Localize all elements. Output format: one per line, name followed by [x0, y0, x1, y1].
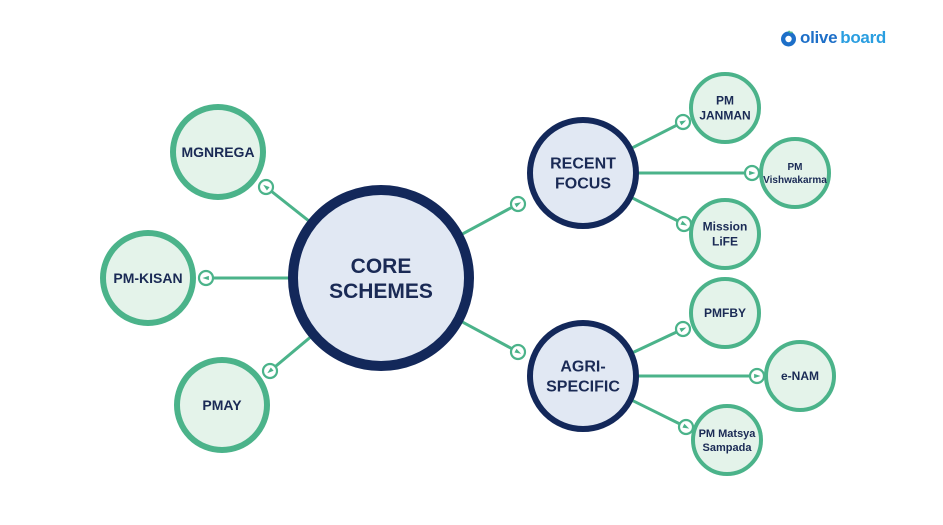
pmay-node-label: PMAY — [202, 397, 242, 413]
e-nam-arrow-icon — [748, 367, 766, 385]
mgnrega-node-circle — [170, 104, 266, 200]
pmfby-node-label: PMFBY — [704, 306, 746, 320]
core-schemes-node-label: SCHEMES — [329, 280, 433, 303]
pm-matsya-sampada-node-label: Sampada — [703, 442, 753, 454]
olive-drop-icon — [781, 29, 796, 46]
agri-specific-connector — [459, 319, 519, 354]
connector-lines — [197, 113, 766, 436]
pm-janman-connector — [630, 120, 684, 150]
agri-specific-node-label: AGRI- — [560, 359, 605, 376]
pm-vishwakarma-node: PM Vishwakarma — [759, 137, 831, 209]
pmfby-arrow-icon — [674, 320, 692, 338]
mgnrega-arrow-icon — [257, 178, 275, 196]
pm-janman-node-circle — [689, 72, 761, 144]
pm-vishwakarma-node-label: Vishwakarma — [763, 175, 827, 186]
pmay-connector — [269, 334, 313, 373]
agri-specific-node-label: SPECIFIC — [546, 379, 620, 396]
mgnrega-node-label: MGNREGA — [181, 144, 254, 160]
pm-matsya-sampada-arrow-icon — [677, 418, 695, 436]
recent-focus-connector — [459, 202, 519, 237]
e-nam-node-circle — [764, 340, 836, 412]
pm-kisan-node-label: PM-KISAN — [113, 270, 182, 286]
logo-text-board: board — [840, 28, 886, 47]
pm-kisan-arrow-icon — [197, 269, 215, 287]
pmay-node: PMAY — [174, 357, 270, 453]
pm-janman-node-label: JANMAN — [699, 109, 750, 123]
recent-focus-node-label: FOCUS — [555, 176, 611, 193]
pm-janman-node-label: PM — [716, 94, 734, 108]
pmfby-node-circle — [689, 277, 761, 349]
mgnrega-connector — [265, 185, 312, 224]
pm-vishwakarma-node-circle — [759, 137, 831, 209]
pm-matsya-sampada-node-label: PM Matsya — [699, 428, 757, 440]
pmay-node-circle — [174, 357, 270, 453]
mission-life-connector — [630, 196, 685, 226]
logo-text-olive: olive — [800, 28, 838, 47]
core-schemes-node-label: CORE — [351, 255, 412, 278]
pm-kisan-node: PM-KISAN — [100, 230, 196, 326]
recent-focus-node-label: RECENT — [550, 156, 616, 173]
mgnrega-node: MGNREGA — [170, 104, 266, 200]
mission-life-arrow-icon — [675, 215, 693, 233]
e-nam-node: e-NAM — [764, 340, 836, 412]
agri-specific-node-circle — [527, 320, 639, 432]
core-schemes-node-circle — [288, 185, 474, 371]
pm-matsya-sampada-connector — [630, 398, 687, 429]
agri-specific-node: AGRI- SPECIFIC — [527, 320, 639, 432]
pm-matsya-sampada-node-circle — [691, 404, 763, 476]
pmfby-node: PMFBY — [689, 277, 761, 349]
recent-focus-node-circle — [527, 117, 639, 229]
mission-life-node-circle — [689, 198, 761, 270]
pmfby-connector — [631, 327, 684, 355]
agri-specific-arrow-icon — [509, 343, 527, 361]
pm-kisan-node-circle — [100, 230, 196, 326]
recent-focus-arrow-icon — [509, 195, 527, 213]
mission-life-node-label: Mission — [703, 220, 748, 234]
mission-life-node-label: LiFE — [712, 235, 738, 249]
pmay-arrow-icon — [261, 362, 279, 380]
e-nam-node-label: e-NAM — [781, 369, 819, 383]
pm-vishwakarma-arrow-icon — [743, 164, 761, 182]
pm-vishwakarma-node-label: PM — [788, 162, 803, 173]
pm-janman-arrow-icon — [674, 113, 692, 131]
recent-focus-node: RECENT FOCUS — [527, 117, 639, 229]
